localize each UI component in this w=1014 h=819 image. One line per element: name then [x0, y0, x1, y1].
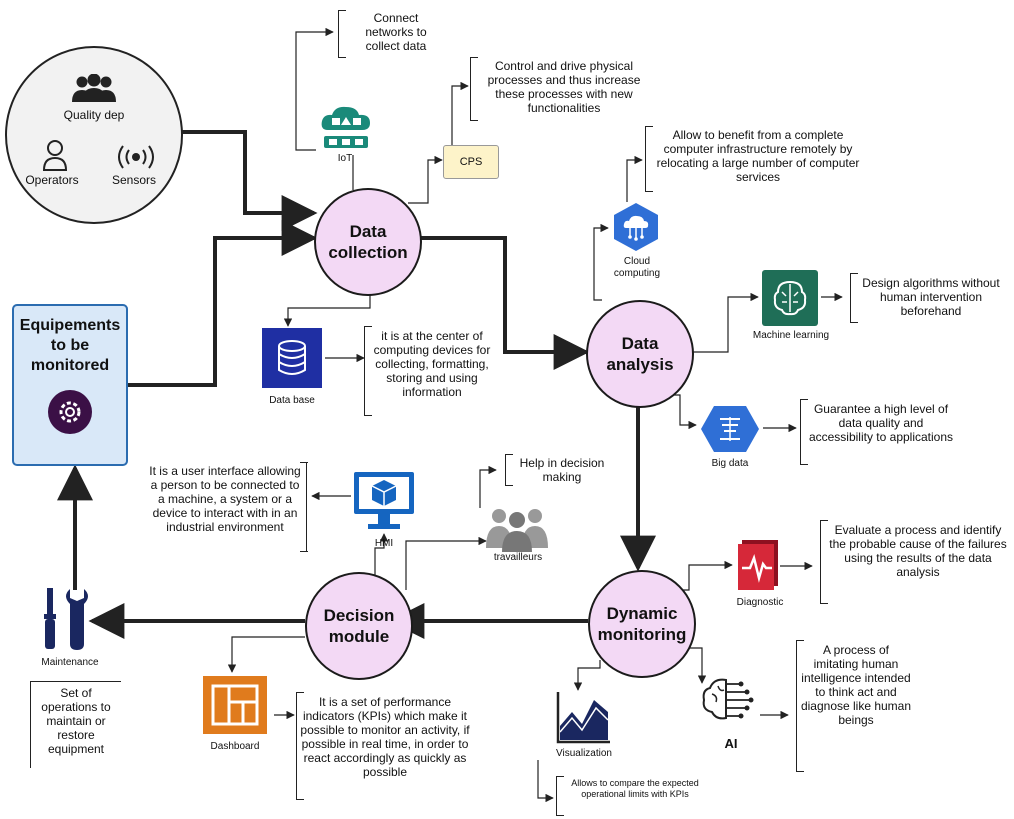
maintenance-label: Maintenance [41, 657, 99, 668]
equipements-title: Equipements to be monitored [19, 317, 121, 374]
gear-icon [48, 390, 92, 434]
visualization-note-bracket [555, 776, 709, 816]
cps-box: CPS [443, 145, 499, 179]
visualization-note: Allows to compare the expected operation… [571, 778, 699, 799]
data-collection-node: Data collection [314, 188, 422, 296]
big-data-icon [701, 406, 759, 452]
visualization-label: Visualization [556, 748, 612, 759]
decision-module-node: Decision module [305, 572, 413, 680]
ai-note-bracket [795, 640, 915, 772]
ai-label: AI [724, 736, 738, 751]
dashboard-label: Dashboard [210, 741, 260, 752]
cps-note-bracket [469, 57, 651, 121]
visualization-icon [556, 692, 610, 744]
hmi-note-bracket [150, 462, 308, 552]
machine-learning-icon [762, 270, 818, 326]
database-icon [262, 328, 322, 388]
sensor-icon [118, 145, 154, 169]
iot-note: Connect networks to collect data [365, 11, 427, 53]
actors-group: Quality dep Operators Sensors [5, 46, 183, 224]
hmi-icon [354, 472, 414, 529]
maintenance-icon [44, 588, 88, 650]
iot-icon [321, 106, 370, 148]
operator-icon [42, 140, 68, 171]
diagnostic-label: Diagnostic [736, 597, 784, 608]
hmi-note: It is a user interface allowing a person… [149, 464, 301, 534]
workers-note-bracket [504, 454, 646, 486]
dashboard-note-bracket [295, 692, 471, 800]
diagnostic-note: Evaluate a process and identify the prob… [829, 523, 1007, 579]
cloud-computing-label: Cloud computing [613, 256, 661, 279]
data-analysis-node: Data analysis [586, 300, 694, 408]
equipements-box: Equipements to be monitored [12, 304, 128, 466]
cloud-note-bracket [644, 126, 864, 192]
bigdata-note-bracket [799, 399, 951, 465]
bigdata-note: Guarantee a high level of data quality a… [808, 402, 954, 444]
operators-label: Operators [25, 173, 79, 187]
iot-label: IoT [337, 153, 353, 164]
dashboard-icon [203, 676, 267, 734]
workers-note: Help in decision making [519, 456, 605, 484]
dynamic-monitoring-node: Dynamic monitoring [588, 570, 696, 678]
database-label: Data base [269, 395, 315, 406]
database-note: it is at the center of computing devices… [373, 329, 491, 399]
quality-dep-label: Quality dep [63, 108, 125, 122]
maintenance-note-bracket [30, 681, 121, 768]
dashboard-note: It is a set of performance indicators (K… [300, 695, 470, 779]
workers-label: travailleurs [493, 552, 543, 563]
ai-note: A process of imitating human intelligenc… [800, 643, 912, 727]
workers-icon [486, 509, 548, 552]
ai-icon [702, 678, 754, 720]
cps-note: Control and drive physical processes and… [487, 59, 641, 115]
diagnostic-note-bracket [819, 520, 1011, 604]
hmi-label: HMI [374, 538, 394, 549]
maintenance-note: Set of operations to maintain or restore… [41, 686, 111, 756]
ml-note: Design algorithms without human interven… [862, 276, 1000, 318]
iot-note-bracket [337, 10, 439, 58]
cloud-computing-icon [614, 203, 658, 251]
sensors-label: Sensors [111, 173, 157, 187]
ml-note-bracket [849, 273, 1001, 323]
big-data-label: Big data [711, 458, 749, 469]
machine-learning-label: Machine learning [752, 330, 830, 341]
diagnostic-icon [738, 540, 778, 590]
group-icon [72, 74, 116, 102]
cloud-note: Allow to benefit from a complete compute… [656, 128, 860, 184]
database-note-bracket [363, 326, 485, 416]
